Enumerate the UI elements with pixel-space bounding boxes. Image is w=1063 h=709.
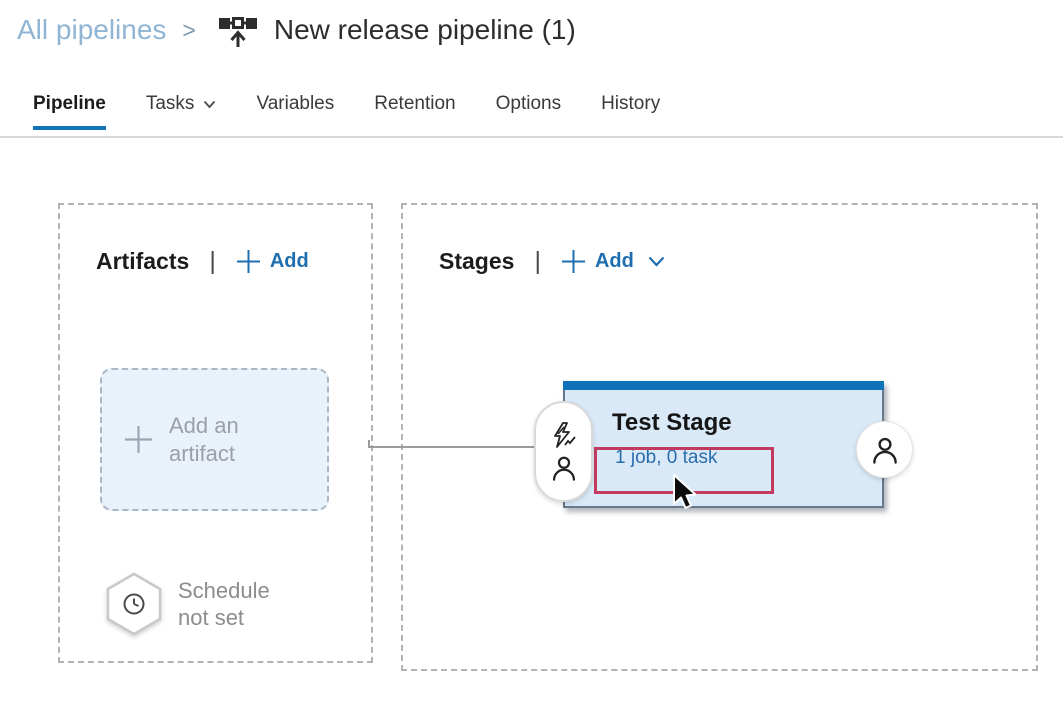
tab-retention[interactable]: Retention [374, 93, 456, 114]
artifacts-header-divider: | [209, 247, 216, 275]
breadcrumb-all-pipelines-link[interactable]: All pipelines [17, 14, 167, 45]
chevron-down-icon [648, 256, 665, 267]
tab-variables[interactable]: Variables [256, 93, 335, 114]
schedule-hexagon-icon [105, 572, 163, 636]
stages-panel-header: Stages | Add [439, 247, 665, 276]
artifacts-title: Artifacts [96, 248, 190, 274]
clock-icon [122, 592, 146, 616]
add-artifact-button[interactable]: Add [236, 249, 309, 274]
breadcrumb: All pipelines > New release pipeline (1) [17, 10, 576, 50]
stage-name: Test Stage [612, 409, 732, 436]
add-an-artifact-label: Add an artifact [169, 412, 239, 466]
add-stage-button[interactable]: Add [561, 249, 665, 274]
tab-options[interactable]: Options [495, 93, 562, 114]
schedule-trigger-button[interactable]: Schedule not set [105, 572, 293, 636]
page-title: New release pipeline (1) [273, 14, 576, 45]
artifacts-panel: Artifacts | Add [58, 203, 373, 663]
breadcrumb-separator: > [182, 17, 196, 43]
stages-panel: Stages | Add [401, 203, 1038, 671]
add-an-artifact-dropzone[interactable]: Add an artifact [100, 368, 329, 511]
tab-history[interactable]: History [601, 93, 661, 114]
plus-icon [561, 249, 586, 274]
tab-divider [0, 136, 1063, 138]
plus-icon [123, 424, 154, 455]
tab-bar: Pipeline Tasks Variables Retention Optio… [33, 93, 660, 130]
artifacts-panel-header: Artifacts | Add [96, 247, 309, 276]
pre-deployment-conditions-button[interactable] [534, 401, 593, 502]
lightning-trigger-icon [550, 421, 577, 451]
schedule-label: Schedule not set [178, 578, 270, 630]
tab-tasks[interactable]: Tasks [146, 93, 217, 130]
approver-person-icon [550, 454, 578, 482]
connector-line [368, 440, 370, 448]
approver-person-icon [870, 435, 900, 465]
stages-title: Stages [439, 248, 515, 274]
stages-header-divider: | [534, 247, 541, 275]
plus-icon [236, 249, 261, 274]
tab-pipeline[interactable]: Pipeline [33, 93, 106, 130]
chevron-down-icon [203, 100, 216, 109]
connector-line [368, 446, 540, 448]
stage-card-accent-bar [563, 381, 884, 390]
release-pipeline-icon [218, 15, 258, 49]
stage-card[interactable]: Test Stage 1 job, 0 task [563, 381, 884, 508]
stage-jobs-tasks-link[interactable]: 1 job, 0 task [615, 447, 718, 468]
post-deployment-conditions-button[interactable] [856, 421, 913, 478]
